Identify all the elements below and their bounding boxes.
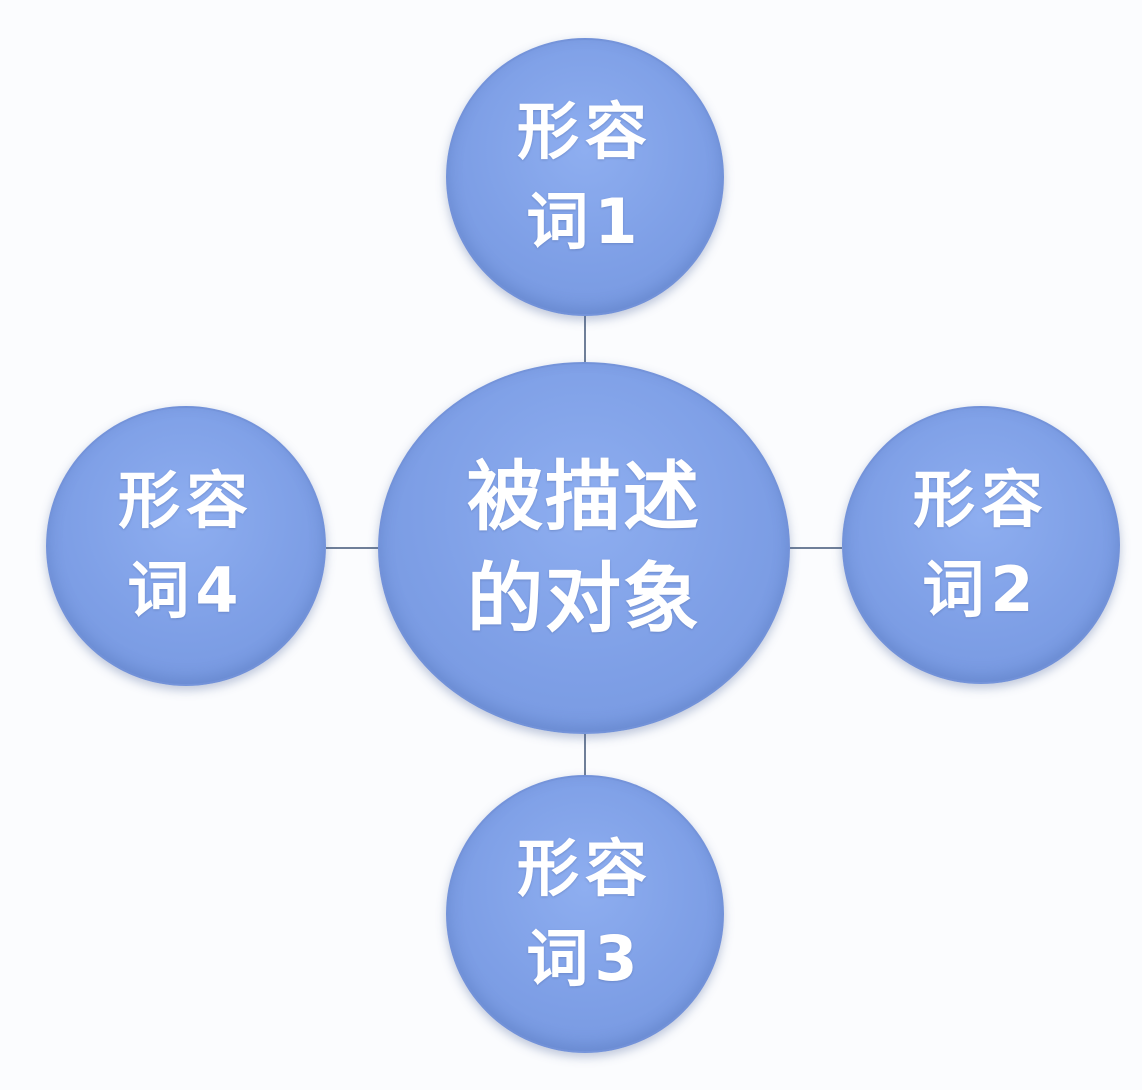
adjective-2-node: 形容 词2	[842, 406, 1120, 684]
adjective-1-node: 形容 词1	[446, 38, 724, 316]
described-object-line-2: 的对象	[467, 554, 701, 643]
described-object-node: 被描述 的对象	[378, 362, 790, 734]
adjective-4-line-2: 词4	[127, 554, 245, 627]
adjective-1-line-2: 词1	[526, 185, 644, 258]
adjective-2-line-1: 形容	[912, 463, 1049, 536]
described-object-line-1: 被描述	[467, 452, 701, 541]
adjective-4-line-1: 形容	[117, 464, 254, 537]
adjective-4-node: 形容 词4	[46, 406, 326, 686]
adjective-3-line-2: 词3	[526, 922, 644, 995]
adjective-1-line-1: 形容	[516, 95, 653, 168]
adjective-3-node: 形容 词3	[446, 775, 724, 1053]
adjective-3-line-1: 形容	[516, 832, 653, 905]
adjective-2-line-2: 词2	[922, 553, 1040, 626]
